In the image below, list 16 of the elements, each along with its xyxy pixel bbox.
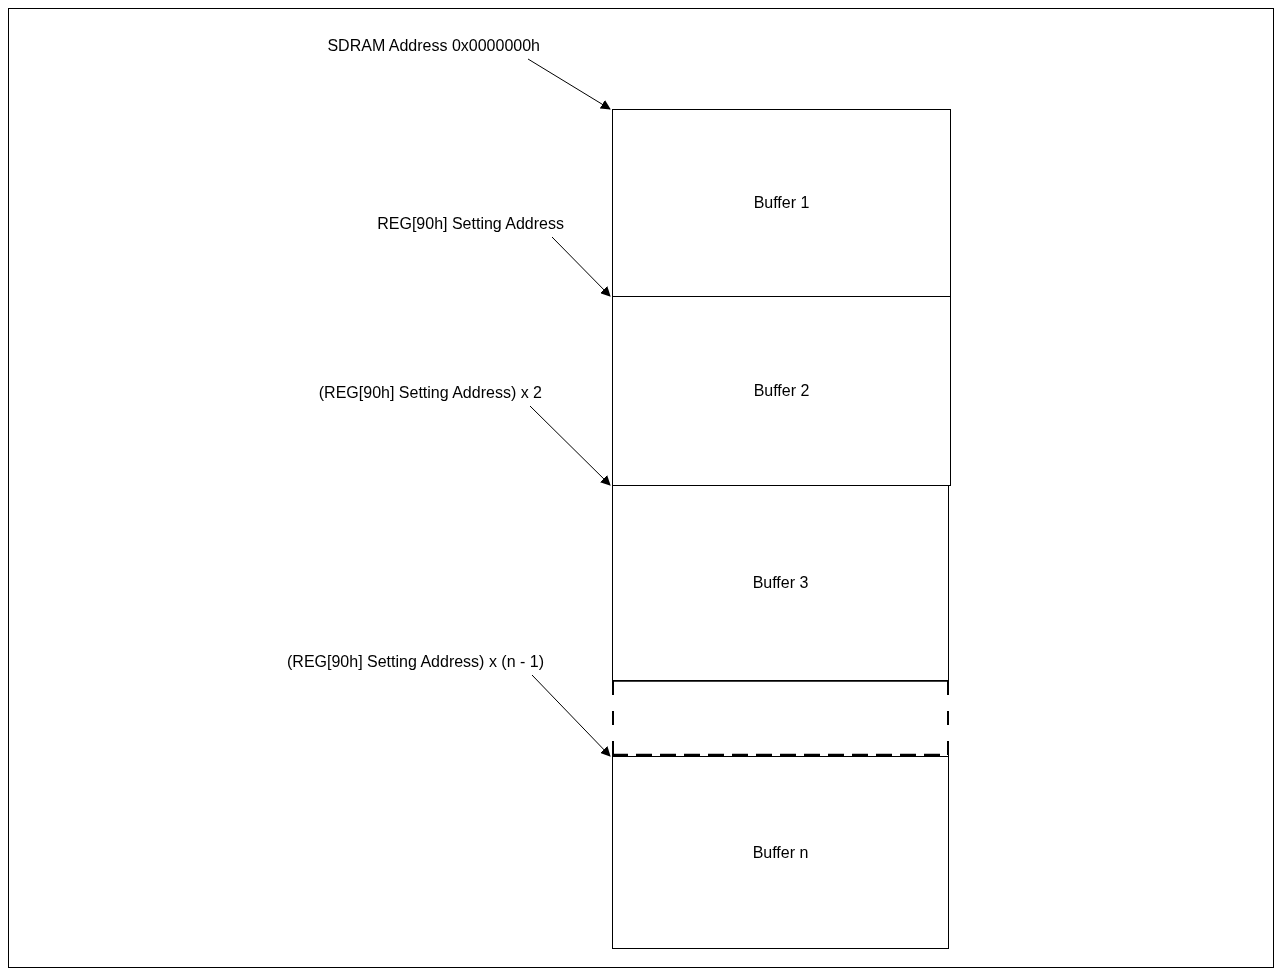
address-label: REG[90h] Setting Address [260,213,564,235]
leader-line [529,405,611,486]
address-label: SDRAM Address 0x0000000h [300,35,540,57]
buffer-name: Buffer 3 [752,574,809,592]
buffer-block [612,485,949,681]
buffer-name: Buffer n [752,843,809,862]
buffer-block [612,756,949,949]
leader-line [551,236,611,297]
address-label: (REG[90h] Setting Address) x (n - 1) [150,651,544,673]
leader-line [531,674,611,757]
buffer-name: Buffer 2 [753,382,810,400]
leader-line [527,58,611,110]
buffer-name: Buffer 1 [753,194,810,212]
address-label: (REG[90h] Setting Address) x 2 [200,382,542,404]
buffer-block [612,296,951,486]
buffer-block [612,109,951,297]
